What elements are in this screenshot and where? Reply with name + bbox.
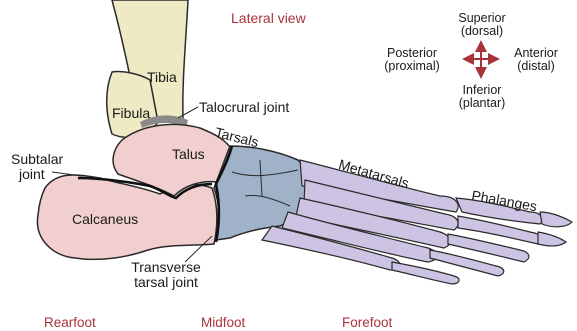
posterior-label: Posterior (proximal) bbox=[375, 47, 449, 73]
view-title: Lateral view bbox=[231, 11, 306, 26]
posterior-sub-text: (proximal) bbox=[375, 60, 449, 73]
superior-label: Superior (dorsal) bbox=[447, 12, 517, 38]
subtalar-line2: joint bbox=[11, 167, 63, 182]
talocrural-joint-label: Talocrural joint bbox=[199, 100, 289, 115]
subtalar-joint-label: Subtalar joint bbox=[11, 152, 63, 181]
anterior-sub-text: (distal) bbox=[505, 60, 567, 73]
calcaneus-label: Calcaneus bbox=[72, 212, 138, 227]
rearfoot-label: Rearfoot bbox=[44, 316, 96, 330]
talus-label: Talus bbox=[172, 147, 205, 162]
subtalar-line1: Subtalar bbox=[11, 152, 63, 167]
midfoot-label: Midfoot bbox=[201, 316, 245, 330]
transverse-tarsal-joint-label: Transverse tarsal joint bbox=[119, 260, 213, 289]
inferior-sub-text: (plantar) bbox=[447, 97, 517, 110]
transverse-line2: tarsal joint bbox=[119, 275, 213, 290]
inferior-label: Inferior (plantar) bbox=[447, 84, 517, 110]
forefoot-label: Forefoot bbox=[342, 316, 392, 330]
transverse-line1: Transverse bbox=[119, 260, 213, 275]
tibia-label: Tibia bbox=[147, 70, 177, 85]
superior-sub-text: (dorsal) bbox=[447, 25, 517, 38]
fibula-label: Fibula bbox=[112, 106, 150, 121]
four-way-arrow-icon bbox=[468, 46, 494, 73]
forefoot-bones bbox=[262, 160, 572, 284]
anterior-label: Anterior (distal) bbox=[505, 47, 567, 73]
